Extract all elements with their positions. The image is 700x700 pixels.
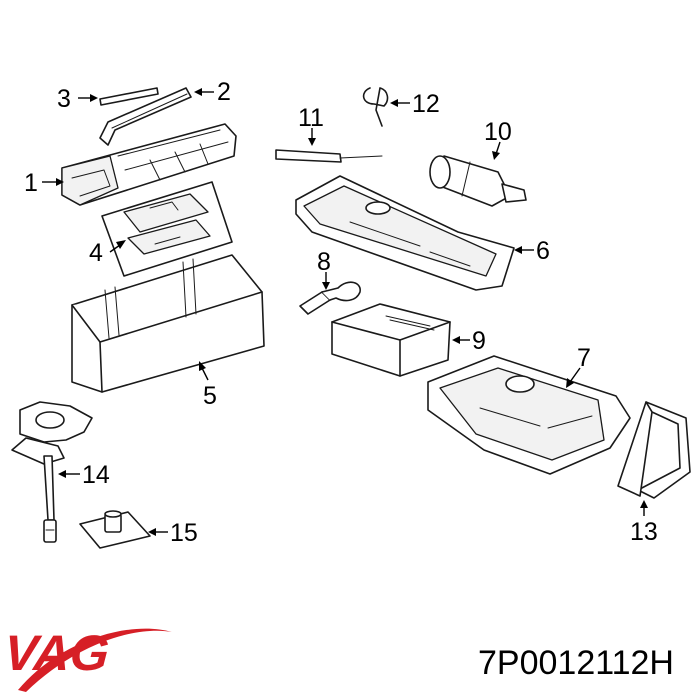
part-sheet-4 bbox=[101, 181, 233, 277]
part-number: 7P0012112H bbox=[478, 644, 674, 682]
part-pad-15 bbox=[79, 510, 151, 549]
part-chock-14 bbox=[11, 401, 93, 543]
part-rod-3 bbox=[99, 87, 159, 106]
callout-7: 7 bbox=[577, 344, 591, 372]
callout-12: 12 bbox=[412, 90, 440, 118]
part-tray-6 bbox=[295, 175, 515, 291]
part-case-5 bbox=[71, 254, 265, 393]
part-strap-13 bbox=[617, 401, 691, 499]
part-insert-7 bbox=[427, 355, 631, 475]
brand-swoosh-icon bbox=[18, 628, 172, 692]
callout-14: 14 bbox=[82, 461, 110, 489]
callout-15: 15 bbox=[170, 519, 198, 547]
brand-name: VAG bbox=[2, 625, 111, 681]
callout-4: 4 bbox=[89, 239, 103, 267]
callout-labels: 1 2 3 4 5 6 7 8 9 10 11 12 13 14 15 bbox=[24, 78, 658, 547]
callout-9: 9 bbox=[472, 327, 486, 355]
callout-13: 13 bbox=[630, 518, 658, 546]
callout-2: 2 bbox=[217, 78, 231, 106]
part-screwdriver-11 bbox=[275, 149, 383, 163]
part-jack-1 bbox=[61, 123, 237, 206]
part-cylinder-10 bbox=[429, 155, 527, 207]
callout-1: 1 bbox=[24, 169, 38, 197]
brand-logo: VAG bbox=[2, 625, 172, 692]
part-hook-12 bbox=[362, 87, 389, 127]
callout-8: 8 bbox=[317, 248, 331, 276]
callout-10: 10 bbox=[484, 118, 512, 146]
callout-6: 6 bbox=[536, 237, 550, 265]
part-box-9 bbox=[331, 303, 451, 377]
callout-5: 5 bbox=[203, 382, 217, 410]
leader-lines bbox=[42, 88, 648, 536]
part-rod-2 bbox=[99, 87, 192, 146]
callout-11: 11 bbox=[298, 104, 324, 132]
callout-3: 3 bbox=[57, 85, 71, 113]
part-eyebolt-8 bbox=[299, 281, 361, 315]
